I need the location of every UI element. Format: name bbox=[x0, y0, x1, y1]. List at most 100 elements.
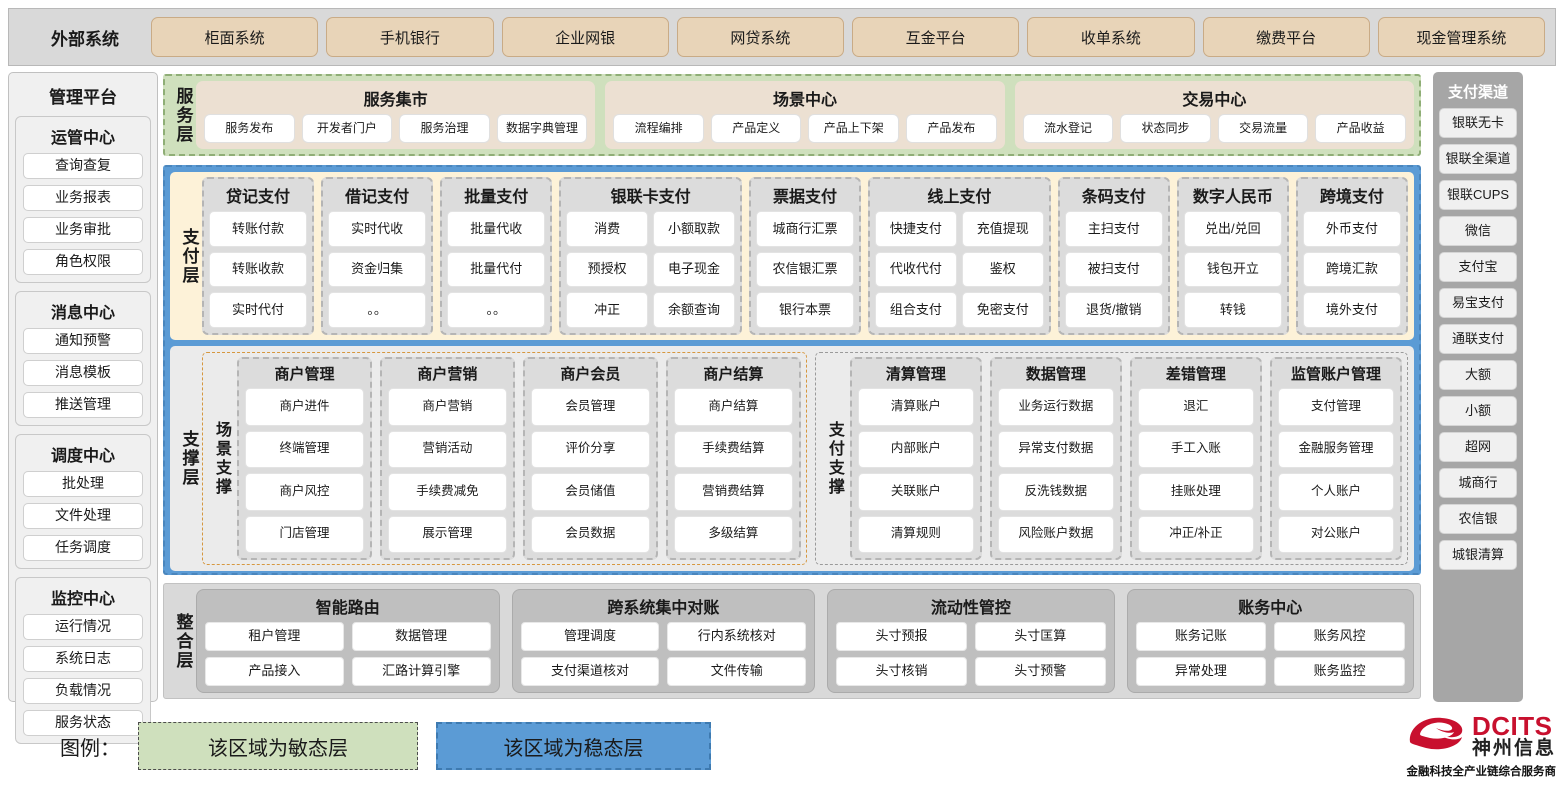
pay-item[interactable]: 兑出/兑回 bbox=[1183, 211, 1282, 247]
support-item[interactable]: 业务运行数据 bbox=[997, 388, 1114, 426]
management-item[interactable]: 消息模板 bbox=[23, 360, 143, 386]
pay-item[interactable]: 。。 bbox=[447, 292, 546, 328]
pay-item[interactable]: 消费 bbox=[566, 211, 649, 247]
integration-item[interactable]: 产品接入 bbox=[205, 657, 344, 686]
support-item[interactable]: 会员储值 bbox=[530, 473, 650, 511]
pay-item[interactable]: 预授权 bbox=[566, 251, 649, 288]
integration-item[interactable]: 文件传输 bbox=[667, 657, 807, 686]
support-item[interactable]: 冲正/补正 bbox=[1137, 515, 1254, 553]
support-item[interactable]: 关联账户 bbox=[857, 473, 974, 511]
pay-item[interactable]: 实时代付 bbox=[209, 292, 308, 328]
pay-item[interactable]: 余额查询 bbox=[653, 292, 735, 328]
service-item[interactable]: 流水登记 bbox=[1022, 114, 1114, 143]
pay-item[interactable]: 跨境汇款 bbox=[1302, 251, 1401, 288]
integration-item[interactable]: 头寸匡算 bbox=[974, 622, 1106, 651]
support-item[interactable]: 内部账户 bbox=[857, 430, 974, 468]
pay-item[interactable]: 小额取款 bbox=[653, 211, 735, 247]
management-item[interactable]: 业务审批 bbox=[23, 217, 143, 243]
integration-item[interactable]: 异常处理 bbox=[1135, 657, 1267, 686]
service-item[interactable]: 数据字典管理 bbox=[496, 114, 588, 143]
pay-item[interactable]: 被扫支付 bbox=[1064, 251, 1163, 288]
support-item[interactable]: 商户进件 bbox=[245, 388, 364, 426]
payment-channel-item[interactable]: 通联支付 bbox=[1439, 324, 1517, 354]
payment-channel-item[interactable]: 银联无卡 bbox=[1439, 108, 1517, 138]
payment-channel-item[interactable]: 城银清算 bbox=[1439, 540, 1517, 570]
integration-item[interactable]: 头寸预报 bbox=[836, 622, 967, 651]
pay-item[interactable]: 冲正 bbox=[566, 292, 649, 328]
external-system-chip[interactable]: 现金管理系统 bbox=[1377, 17, 1545, 57]
payment-channel-item[interactable]: 农信银 bbox=[1439, 504, 1517, 534]
payment-channel-item[interactable]: 微信 bbox=[1439, 216, 1517, 246]
integration-item[interactable]: 数据管理 bbox=[351, 622, 491, 651]
management-item[interactable]: 批处理 bbox=[23, 471, 143, 497]
integration-item[interactable]: 账务记账 bbox=[1135, 622, 1267, 651]
service-item[interactable]: 流程编排 bbox=[613, 114, 704, 143]
support-item[interactable]: 营销活动 bbox=[387, 430, 507, 468]
pay-item[interactable]: 。。 bbox=[328, 292, 427, 328]
management-item[interactable]: 服务状态 bbox=[23, 710, 143, 736]
pay-item[interactable]: 代收代付 bbox=[875, 251, 957, 288]
support-item[interactable]: 商户营销 bbox=[387, 388, 507, 426]
pay-item[interactable]: 实时代收 bbox=[328, 211, 427, 247]
external-system-chip[interactable]: 手机银行 bbox=[326, 17, 494, 57]
management-item[interactable]: 负载情况 bbox=[23, 678, 143, 704]
external-system-chip[interactable]: 缴费平台 bbox=[1202, 17, 1370, 57]
management-item[interactable]: 业务报表 bbox=[23, 185, 143, 211]
support-item[interactable]: 个人账户 bbox=[1277, 473, 1394, 511]
pay-item[interactable]: 免密支付 bbox=[961, 292, 1044, 328]
payment-channel-item[interactable]: 易宝支付 bbox=[1439, 288, 1517, 318]
service-item[interactable]: 服务发布 bbox=[204, 114, 295, 143]
support-item[interactable]: 手续费结算 bbox=[673, 430, 793, 468]
support-item[interactable]: 清算账户 bbox=[857, 388, 974, 426]
pay-item[interactable]: 批量代付 bbox=[447, 251, 546, 288]
payment-channel-item[interactable]: 支付宝 bbox=[1439, 252, 1517, 282]
pay-item[interactable]: 城商行汇票 bbox=[755, 211, 855, 247]
management-item[interactable]: 系统日志 bbox=[23, 646, 143, 672]
service-item[interactable]: 服务治理 bbox=[399, 114, 490, 143]
pay-item[interactable]: 资金归集 bbox=[328, 251, 427, 288]
pay-item[interactable]: 外币支付 bbox=[1302, 211, 1401, 247]
management-item[interactable]: 文件处理 bbox=[23, 503, 143, 529]
service-item[interactable]: 产品收益 bbox=[1315, 114, 1406, 143]
integration-item[interactable]: 汇路计算引擎 bbox=[351, 657, 491, 686]
pay-item[interactable]: 电子现金 bbox=[653, 251, 735, 288]
pay-item[interactable]: 充值提现 bbox=[961, 211, 1044, 247]
pay-item[interactable]: 农信银汇票 bbox=[755, 251, 855, 288]
pay-item[interactable]: 银行本票 bbox=[755, 292, 855, 328]
pay-item[interactable]: 转账付款 bbox=[209, 211, 308, 247]
pay-item[interactable]: 钱包开立 bbox=[1183, 251, 1282, 288]
integration-item[interactable]: 租户管理 bbox=[205, 622, 344, 651]
management-item[interactable]: 运行情况 bbox=[23, 614, 143, 640]
management-item[interactable]: 通知预警 bbox=[23, 328, 143, 354]
service-item[interactable]: 产品发布 bbox=[906, 114, 997, 143]
external-system-chip[interactable]: 柜面系统 bbox=[151, 17, 319, 57]
support-item[interactable]: 展示管理 bbox=[387, 515, 507, 553]
pay-item[interactable]: 组合支付 bbox=[875, 292, 957, 328]
integration-item[interactable]: 账务监控 bbox=[1274, 657, 1405, 686]
external-system-chip[interactable]: 互金平台 bbox=[852, 17, 1020, 57]
management-item[interactable]: 查询查复 bbox=[23, 153, 143, 179]
pay-item[interactable]: 境外支付 bbox=[1302, 292, 1401, 328]
support-item[interactable]: 退汇 bbox=[1137, 388, 1254, 426]
management-item[interactable]: 推送管理 bbox=[23, 392, 143, 418]
service-item[interactable]: 交易流量 bbox=[1217, 114, 1309, 143]
support-item[interactable]: 挂账处理 bbox=[1137, 473, 1254, 511]
pay-item[interactable]: 鉴权 bbox=[961, 251, 1044, 288]
support-item[interactable]: 会员管理 bbox=[530, 388, 650, 426]
support-item[interactable]: 会员数据 bbox=[530, 515, 650, 553]
service-item[interactable]: 产品定义 bbox=[710, 114, 802, 143]
integration-item[interactable]: 头寸预警 bbox=[974, 657, 1106, 686]
support-item[interactable]: 异常支付数据 bbox=[997, 430, 1114, 468]
support-item[interactable]: 门店管理 bbox=[245, 515, 364, 553]
support-item[interactable]: 多级结算 bbox=[673, 515, 793, 553]
support-item[interactable]: 风险账户数据 bbox=[997, 515, 1114, 553]
support-item[interactable]: 反洗钱数据 bbox=[997, 473, 1114, 511]
support-item[interactable]: 终端管理 bbox=[245, 430, 364, 468]
management-item[interactable]: 任务调度 bbox=[23, 535, 143, 561]
support-item[interactable]: 金融服务管理 bbox=[1277, 430, 1394, 468]
pay-item[interactable]: 主扫支付 bbox=[1064, 211, 1163, 247]
support-item[interactable]: 对公账户 bbox=[1277, 515, 1394, 553]
payment-channel-item[interactable]: 银联CUPS bbox=[1439, 180, 1517, 210]
payment-channel-item[interactable]: 小额 bbox=[1439, 396, 1517, 426]
integration-item[interactable]: 账务风控 bbox=[1274, 622, 1405, 651]
